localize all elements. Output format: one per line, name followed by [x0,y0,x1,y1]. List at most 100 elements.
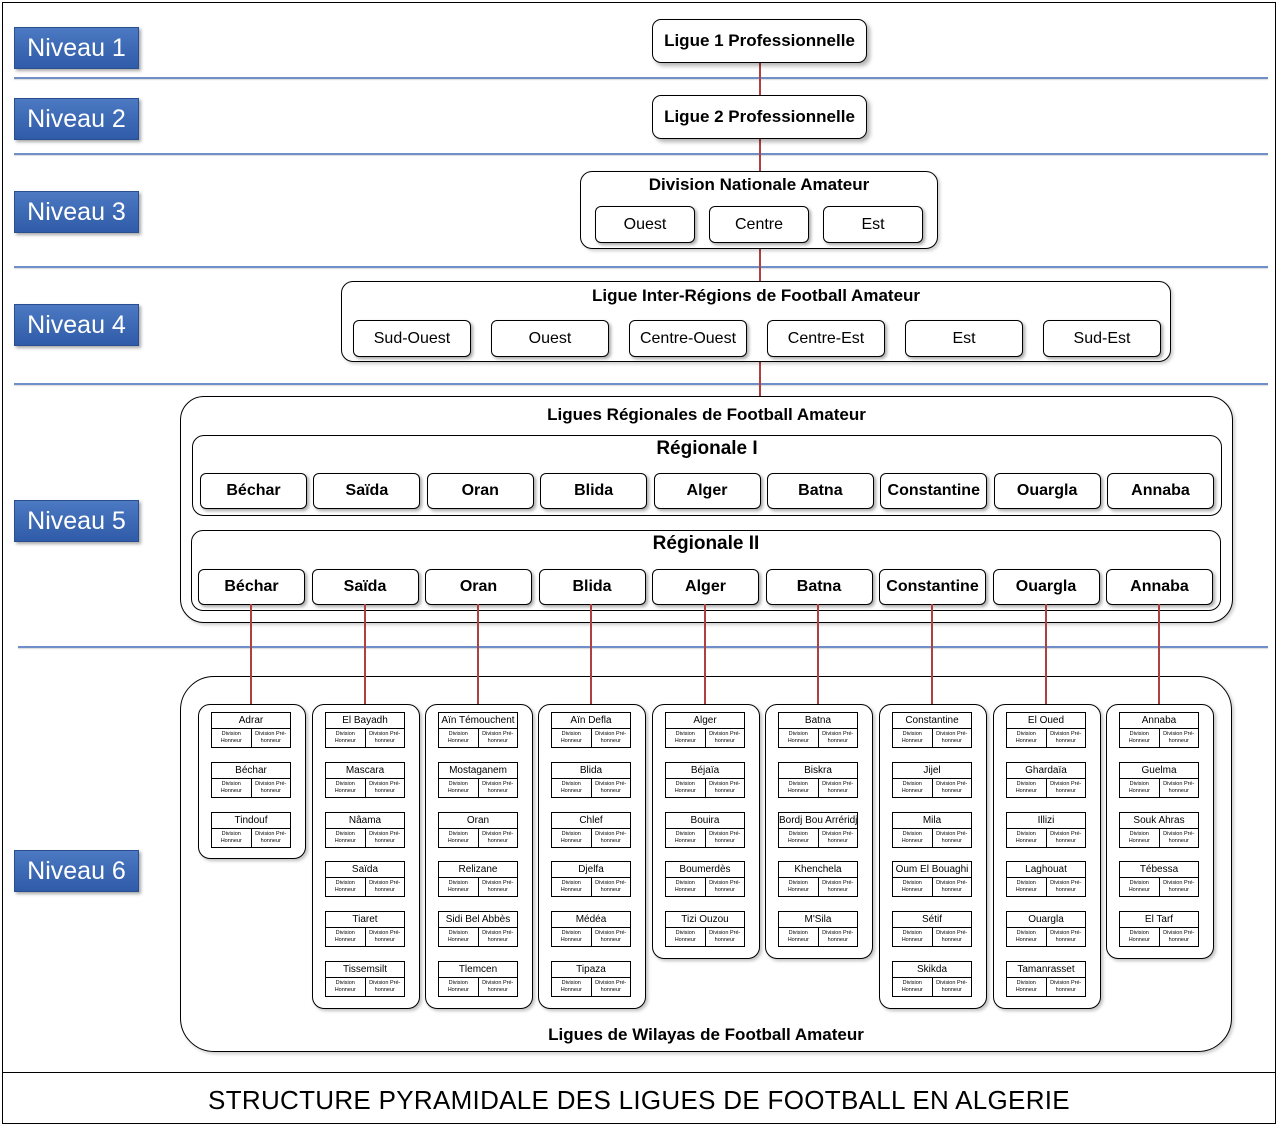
wilaya-name: Mila [893,813,971,829]
connector-line [759,362,761,396]
wilaya-name: Djelfa [552,862,630,879]
connector-line [817,604,819,704]
division-pre-honneur: Division Pré-honneur [590,778,631,798]
connector-line [759,249,761,281]
regionale2-league: Ouargla [992,569,1100,605]
division-pre-honneur: Division Pré-honneur [364,978,405,997]
division-pre-honneur: Division Pré-honneur [250,778,291,798]
division-pre-honneur: Division Pré-honneur [704,778,745,798]
level-separator [14,77,1268,79]
division-honneur: Division Honneur [901,930,923,944]
division-pre-honneur: Division Pré-honneur [931,928,972,948]
division-pre-honneur: Division Pré-honneur [250,729,291,748]
division-honneur: Division Honneur [787,830,809,844]
lirfa-group: Centre-Ouest [629,320,747,357]
wilaya-name: Illizi [1007,813,1085,829]
connector-line [704,604,706,704]
division-honneur: Division Honneur [1015,930,1037,944]
division-pre-honneur: Division Pré-honneur [817,778,858,798]
regionale2-league: Batna [765,569,873,605]
wilaya-name: Tébessa [1120,862,1198,879]
division-pre-honneur: Division Pré-honneur [704,928,745,948]
lirfa-group: Sud-Est [1043,320,1161,357]
division-honneur: Division Honneur [787,780,809,794]
regionale2-league: Saïda [311,569,419,605]
connector-line [759,139,761,171]
wilaya-divisions: Division Honneur Division Pré-honneur [1007,978,1085,997]
wilaya-name: Souk Ahras [1120,813,1198,829]
wilaya-name: Ouargla [1007,912,1085,929]
connector-line [364,604,366,704]
lirfa-container: Ligue Inter-Régions de Football Amateur … [341,281,1171,362]
division-honneur: Division Honneur [1015,780,1037,794]
division-pre-honneur: Division Pré-honneur [364,778,405,798]
division-pre-honneur: Division Pré-honneur [590,729,631,748]
dna-groups: Ouest Centre Est [595,206,923,243]
footer-separator [2,1072,1276,1073]
division-honneur: Division Honneur [1015,731,1037,744]
wilaya-name: Aïn Defla [552,713,630,729]
regionale2-league: Béchar [198,569,305,605]
division-pre-honneur: Division Pré-honneur [1045,978,1086,997]
lirfa-group: Ouest [491,320,609,357]
wilaya-divisions: Division Honneur Division Pré-honneur [893,928,972,948]
division-pre-honneur: Division Pré-honneur [590,978,631,997]
regionale1-league: Alger [653,473,761,509]
wilaya-name: El Bayadh [326,713,404,729]
regionale1-league: Saïda [313,473,421,509]
division-honneur: Division Honneur [1128,830,1150,844]
footer-title: STRUCTURE PYRAMIDALE DES LIGUES DE FOOTB… [208,1085,1070,1115]
lirfa-title: Ligue Inter-Régions de Football Amateur [591,286,921,305]
division-pre-honneur: Division Pré-honneur [704,878,745,898]
division-honneur: Division Honneur [787,930,809,944]
division-honneur: Division Honneur [1015,980,1037,993]
division-honneur: Division Honneur [674,930,696,944]
wilaya-name: Tamanrasset [1007,962,1085,978]
division-pre-honneur: Division Pré-honneur [477,778,518,798]
wilaya-name: Bouira [666,813,744,829]
connector-line [759,63,761,95]
ligue1-box: Ligue 1 Professionnelle [652,19,867,63]
division-pre-honneur: Division Pré-honneur [1045,729,1086,748]
division-honneur: Division Honneur [674,731,696,744]
division-honneur: Division Honneur [447,780,469,794]
connector-line [1158,604,1160,704]
division-pre-honneur: Division Pré-honneur [1045,778,1086,798]
division-pre-honneur: Division Pré-honneur [477,878,518,898]
wilaya-name: Tipaza [552,962,630,978]
